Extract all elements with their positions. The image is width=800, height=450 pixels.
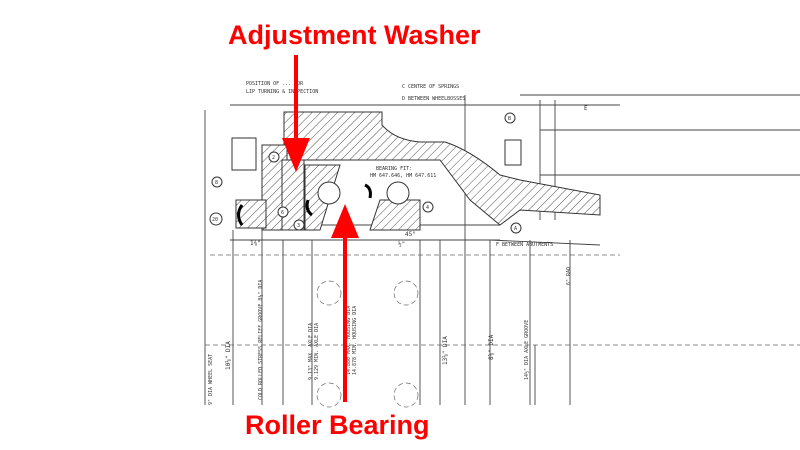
roller-bearing-arrow [331,204,359,402]
bearing-fit-numbers: HM 647.646, HM 647.611 [370,173,436,179]
dim-14-axle-groove: 14½" DIA AXLE GROOVE [523,320,530,380]
dim-8: 8⅝" DIA [488,334,495,360]
note-centre-of-springs: C CENTRE OF SPRINGS [402,84,459,90]
marker-6: 6 [281,210,284,216]
dim-housing-min: 14.878 MIN. HOUSING DIA [352,306,358,375]
dim-axle-min: 9.129 MIN. AXLE DIA [314,323,320,380]
marker-3: 3 [297,223,300,229]
dim-relief-groove: COLD ROLLED STRESS RELIEF GROOVE 8½" DIA [257,280,264,400]
marker-8: 8 [215,180,218,186]
adjustment-washer-arrow [282,55,310,172]
axlebox-housing [231,111,601,231]
marker-20: 20 [212,217,218,223]
marker-2: 2 [272,155,275,161]
angle-label: 45° [405,231,416,238]
dim-1-3-8: 1⅜" [250,240,261,247]
note-between-wheelbosses: D BETWEEN WHEELBOSSES [402,96,465,102]
reference-markers: B A 2 3 4 6 8 20 [209,112,522,234]
marker-b: B [508,116,511,122]
note-e: E [584,105,588,112]
dim-axle-max: 9.13" MAX. AXLE DIA [308,323,314,380]
marker-4: 4 [426,205,429,211]
dim-housing-max: 14.880 MAX. HOUSING DIA [346,306,352,375]
note-between-abutments: F BETWEEN ABUTMENTS [496,242,553,248]
note-lip-turning: LIP TURNING & INSPECTION [246,89,318,95]
dim-half: ½" [398,241,405,248]
note-position: POSITION OF ... FOR [246,81,304,87]
adjustment-washer-label: Adjustment Washer [228,20,481,50]
dim-wheel-seat: 9" DIA WHEEL SEAT [208,354,214,405]
marker-a: A [514,226,517,232]
dim-13: 13⅝" DIA [442,336,449,365]
dim-10: 10⅝" DIA [225,341,232,370]
roller-bearing-label: Roller Bearing [245,410,430,440]
bearing-fit-label: BEARING FIT: [376,166,412,172]
dim-6-rad: 6" RAD [566,267,572,285]
